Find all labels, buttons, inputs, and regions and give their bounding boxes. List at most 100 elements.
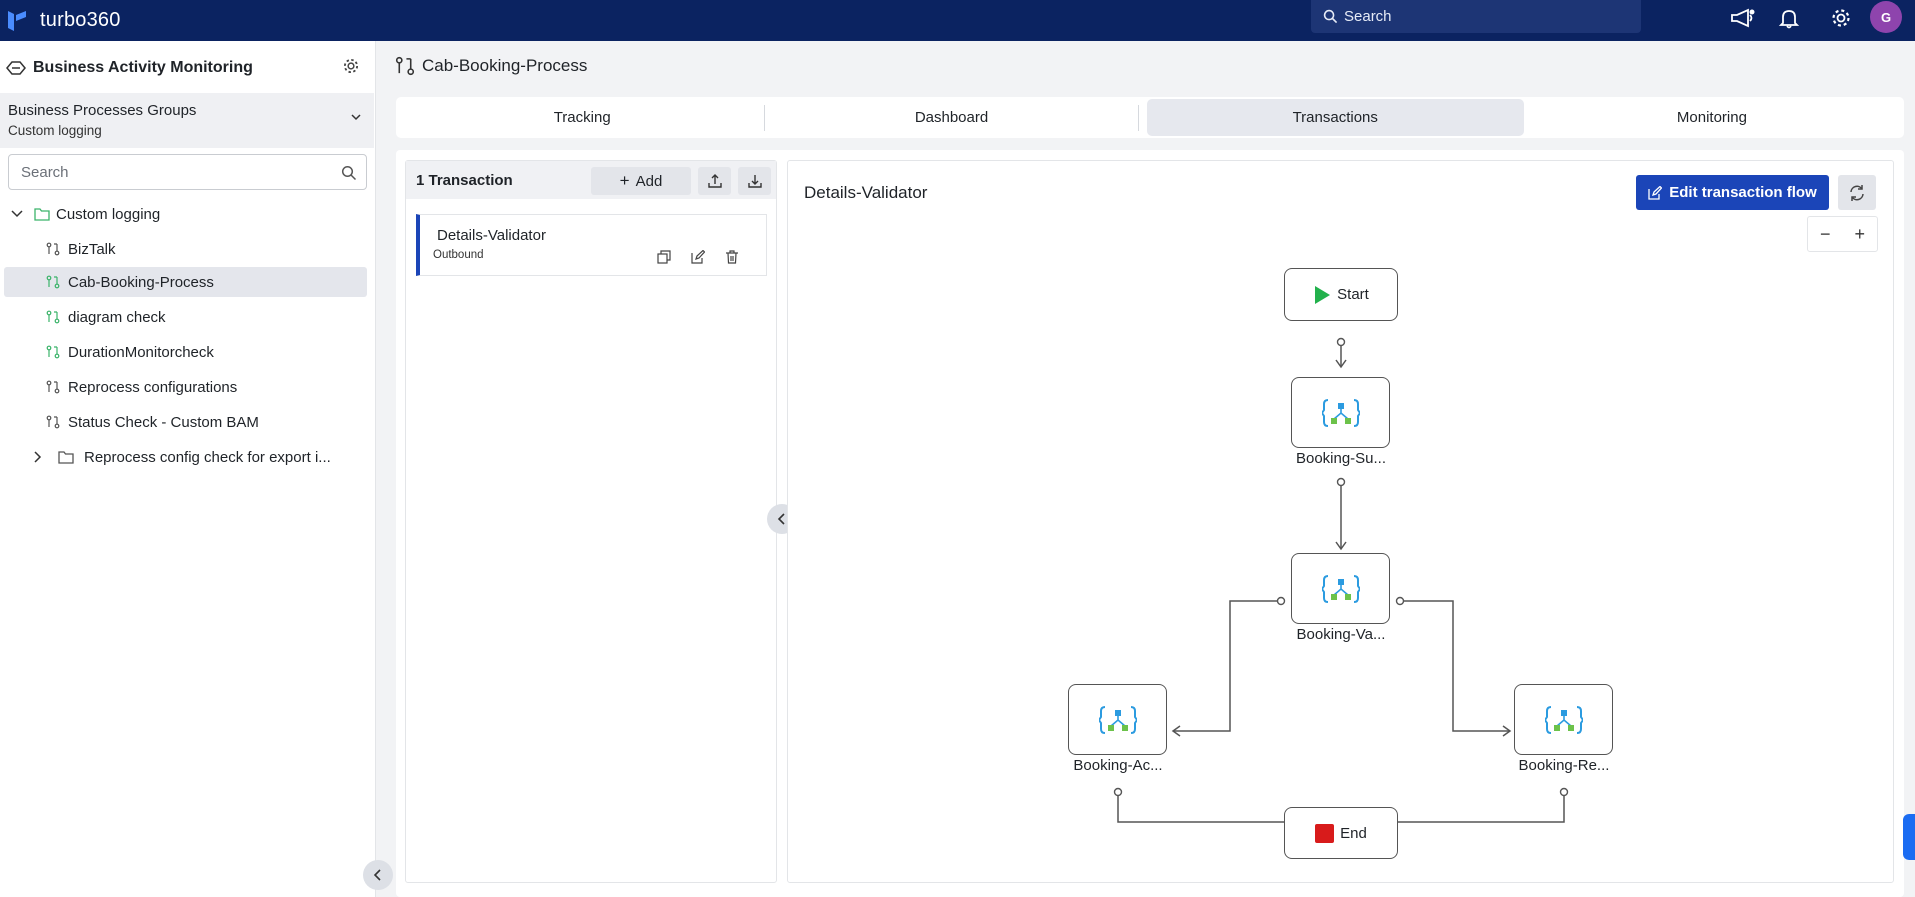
- stage-icon: [1321, 574, 1360, 603]
- add-button-label: Add: [635, 172, 663, 190]
- refresh-button[interactable]: [1838, 175, 1876, 210]
- flow-node-end[interactable]: End: [1284, 807, 1398, 859]
- tree-item-label: Cab-Booking-Process: [68, 273, 214, 291]
- edit-icon: [1648, 185, 1663, 200]
- process-icon: [46, 274, 62, 290]
- folder-icon: [58, 449, 74, 465]
- tree-item-diagram-check[interactable]: diagram check: [46, 302, 366, 332]
- process-icon: [46, 309, 62, 325]
- tree-folder-custom-logging[interactable]: Custom logging: [10, 199, 370, 229]
- bell-icon[interactable]: [1775, 4, 1803, 32]
- announcement-icon[interactable]: [1729, 4, 1757, 32]
- tab-divider: [1137, 104, 1139, 131]
- zoom-out-button[interactable]: −: [1819, 223, 1831, 244]
- transaction-count: 1 Transaction: [416, 171, 513, 189]
- sidebar-search-placeholder: Search: [21, 163, 69, 181]
- tab-transactions[interactable]: Transactions: [1146, 99, 1524, 136]
- transactions-header: 1 Transaction + Add: [406, 161, 776, 199]
- bam-icon: [6, 61, 26, 75]
- edit-transaction-flow-button[interactable]: Edit transaction flow: [1636, 175, 1829, 210]
- flow-node-booking-re[interactable]: [1514, 684, 1613, 755]
- edit-icon[interactable]: [689, 248, 707, 266]
- search-icon: [341, 165, 357, 181]
- process-icon: [46, 344, 62, 360]
- top-bar: turbo360 Search G: [0, 0, 1915, 41]
- tab-dashboard[interactable]: Dashboard: [914, 109, 989, 126]
- export-button[interactable]: [698, 167, 731, 195]
- add-transaction-button[interactable]: + Add: [591, 167, 691, 195]
- download-icon: [747, 175, 762, 188]
- flow-node-booking-va[interactable]: [1291, 553, 1390, 624]
- sidebar-title: Business Activity Monitoring: [33, 59, 253, 76]
- page-title-text: Cab-Booking-Process: [422, 56, 588, 75]
- upload-icon: [707, 174, 722, 188]
- search-icon: [1323, 9, 1338, 24]
- sidebar-settings-icon[interactable]: [342, 57, 360, 75]
- delete-icon[interactable]: [723, 248, 741, 266]
- tree-item-biztalk[interactable]: BizTalk: [46, 234, 366, 264]
- flow-node-start[interactable]: Start: [1284, 268, 1398, 321]
- process-icon: [46, 414, 62, 430]
- tree-item-status-check-custom-bam[interactable]: Status Check - Custom BAM: [46, 407, 366, 437]
- help-widget-tab[interactable]: [1903, 814, 1915, 860]
- end-label: End: [1340, 824, 1367, 842]
- flow-node-booking-su[interactable]: [1291, 377, 1390, 448]
- tab-monitoring[interactable]: Monitoring: [1676, 109, 1747, 126]
- stage-icon: [1544, 705, 1583, 734]
- turbo360-logo-icon: [8, 10, 26, 31]
- edit-flow-label: Edit transaction flow: [1669, 184, 1817, 201]
- transaction-direction: Outbound: [433, 249, 484, 261]
- tab-divider: [764, 104, 766, 131]
- sidebar: Business Activity Monitoring Business Pr…: [0, 41, 376, 897]
- tree-folder-label: Custom logging: [56, 205, 161, 223]
- tree-item-cab-booking-process[interactable]: Cab-Booking-Process: [4, 267, 367, 297]
- tree-item-label: Status Check - Custom BAM: [68, 413, 259, 431]
- stage-icon: [1098, 705, 1137, 734]
- transaction-card[interactable]: Details-Validator Outbound: [416, 214, 767, 276]
- tree-item-label: diagram check: [68, 308, 166, 326]
- tree-folder-label: Reprocess config check for export i...: [84, 448, 331, 466]
- transaction-name: Details-Validator: [437, 227, 546, 244]
- zoom-controls: − +: [1807, 216, 1878, 252]
- zoom-in-button[interactable]: +: [1854, 223, 1865, 244]
- global-search-placeholder: Search: [1344, 8, 1392, 25]
- sidebar-header: Business Activity Monitoring: [0, 53, 376, 83]
- process-icon: [46, 379, 62, 395]
- tree-item-label: DurationMonitorcheck: [68, 343, 214, 361]
- global-search-input[interactable]: Search: [1311, 0, 1641, 33]
- process-icon: [395, 56, 415, 76]
- chevron-left-icon: [777, 513, 785, 525]
- copy-icon[interactable]: [655, 248, 673, 266]
- user-avatar[interactable]: G: [1870, 1, 1902, 33]
- booking-va-label: Booking-Va...: [1296, 626, 1386, 643]
- flow-title: Details-Validator: [804, 183, 928, 202]
- chevron-left-icon: [373, 869, 381, 881]
- page-title: Cab-Booking-Process: [395, 56, 587, 76]
- chevron-down-icon: [11, 210, 23, 218]
- app-name: turbo360: [40, 9, 121, 31]
- tree-item-label: Reprocess configurations: [68, 378, 238, 396]
- tree-folder-reprocess-config[interactable]: Reprocess config check for export i...: [32, 442, 372, 472]
- refresh-icon: [1850, 184, 1864, 201]
- group-selector-label: Business Processes Groups: [8, 102, 197, 119]
- start-label: Start: [1337, 286, 1369, 303]
- collapse-sidebar-button[interactable]: [363, 860, 393, 890]
- sidebar-search-input[interactable]: Search: [8, 154, 367, 190]
- group-selector-value: Custom logging: [8, 123, 102, 138]
- group-selector[interactable]: Business Processes Groups Custom logging: [0, 93, 374, 148]
- transactions-panel: 1 Transaction + Add Details-Validator Ou…: [405, 160, 777, 883]
- flow-node-booking-ac[interactable]: [1068, 684, 1167, 755]
- chevron-right-icon: [34, 451, 42, 463]
- folder-open-icon: [34, 206, 50, 222]
- booking-re-label: Booking-Re...: [1518, 757, 1610, 774]
- logo[interactable]: turbo360: [6, 9, 121, 33]
- booking-ac-label: Booking-Ac...: [1073, 757, 1163, 774]
- tab-bar: Tracking Dashboard Transactions Monitori…: [396, 97, 1904, 138]
- stage-icon: [1321, 398, 1360, 427]
- import-button[interactable]: [738, 167, 771, 195]
- tab-tracking[interactable]: Tracking: [553, 109, 611, 126]
- settings-gear-icon[interactable]: [1827, 4, 1855, 32]
- tree-item-reprocess-configurations[interactable]: Reprocess configurations: [46, 372, 366, 402]
- tree-item-durationmonitorcheck[interactable]: DurationMonitorcheck: [46, 337, 366, 367]
